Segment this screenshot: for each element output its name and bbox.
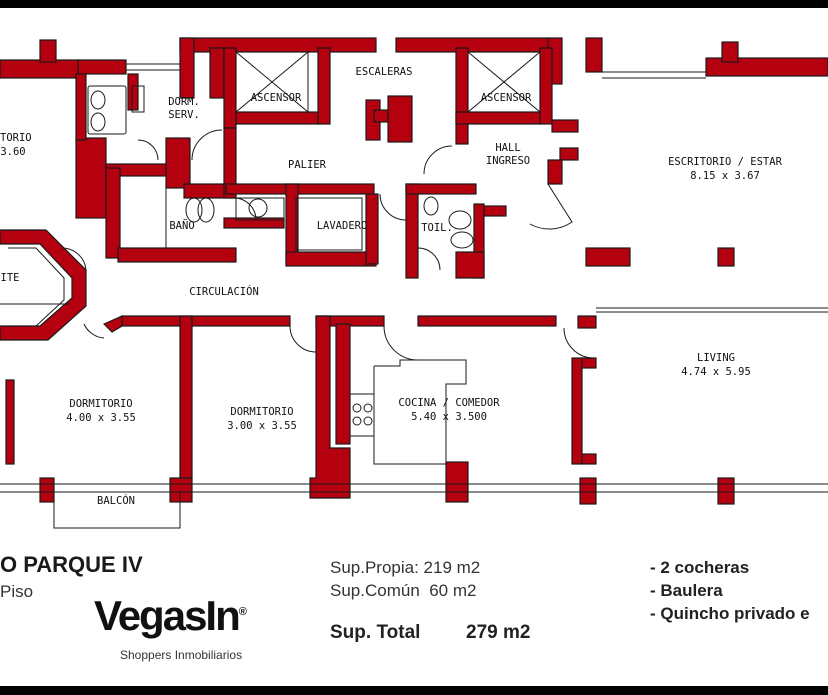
room-label-circulacion: CIRCULACIÓN (189, 286, 259, 298)
floor-plan-sheet: TORIO 3.60 DORM. SERV. ASCENSOR ESCALERA… (0, 8, 828, 686)
floor-label: Piso (0, 582, 34, 601)
room-label-bano: BAÑO (169, 220, 195, 232)
room-label-balcon: BALCÓN (97, 495, 135, 507)
sup-comun: Sup.Común 60 m2 (330, 581, 477, 600)
brand-tagline: Shoppers Inmobiliarios (120, 648, 243, 662)
room-label-cocina: COCINA / COMEDOR (398, 397, 500, 409)
room-label-ascensor-1: ASCENSOR (250, 92, 302, 104)
feature-cocheras: - 2 cocheras (650, 558, 750, 577)
room-label-escritorio: ESCRITORIO / ESTAR (668, 156, 782, 168)
room-label-dorm-serv: DORM. SERV. (168, 96, 200, 121)
floor-plan-drawing (0, 37, 828, 529)
brand-logo-text: VegasIn (94, 592, 241, 639)
room-label-torio: TORIO (0, 132, 32, 144)
room-label-ite: ITE (0, 272, 20, 284)
brand-logo: VegasIn® (94, 592, 247, 640)
room-dimensions-dormitorio-2: 3.00 x 3.55 (227, 420, 297, 432)
sup-propia: Sup.Propia: 219 m2 (330, 558, 481, 577)
feature-quincho: - Quincho privado e (650, 604, 810, 623)
sup-total-value: 279 m2 (466, 622, 531, 643)
room-dimensions-escritorio: 8.15 x 3.67 (690, 170, 760, 182)
room-label-escaleras: ESCALERAS (355, 66, 413, 78)
sup-total-label: Sup. Total (330, 622, 421, 643)
room-label-hall-ingreso: HALL INGRESO (485, 142, 531, 167)
feature-baulera: - Baulera (650, 581, 723, 600)
room-label-lavadero: LAVADERO (316, 220, 368, 232)
room-dimensions-cocina: 5.40 x 3.500 (411, 411, 487, 423)
room-dimensions-dormitorio-1: 4.00 x 3.55 (66, 412, 136, 424)
room-label-living: LIVING (697, 352, 735, 364)
registered-mark: ® (238, 606, 247, 618)
room-label-ascensor-2: ASCENSOR (480, 92, 532, 104)
room-label-toil: TOIL. (421, 222, 453, 234)
room-label-palier: PALIER (288, 159, 326, 171)
building-name: O PARQUE IV (0, 552, 143, 577)
room-label-dormitorio-1: DORMITORIO (69, 398, 133, 410)
room-dimensions-torio: 3.60 (0, 146, 26, 158)
room-label-dormitorio-2: DORMITORIO (230, 406, 294, 418)
room-dimensions-living: 4.74 x 5.95 (681, 366, 751, 378)
